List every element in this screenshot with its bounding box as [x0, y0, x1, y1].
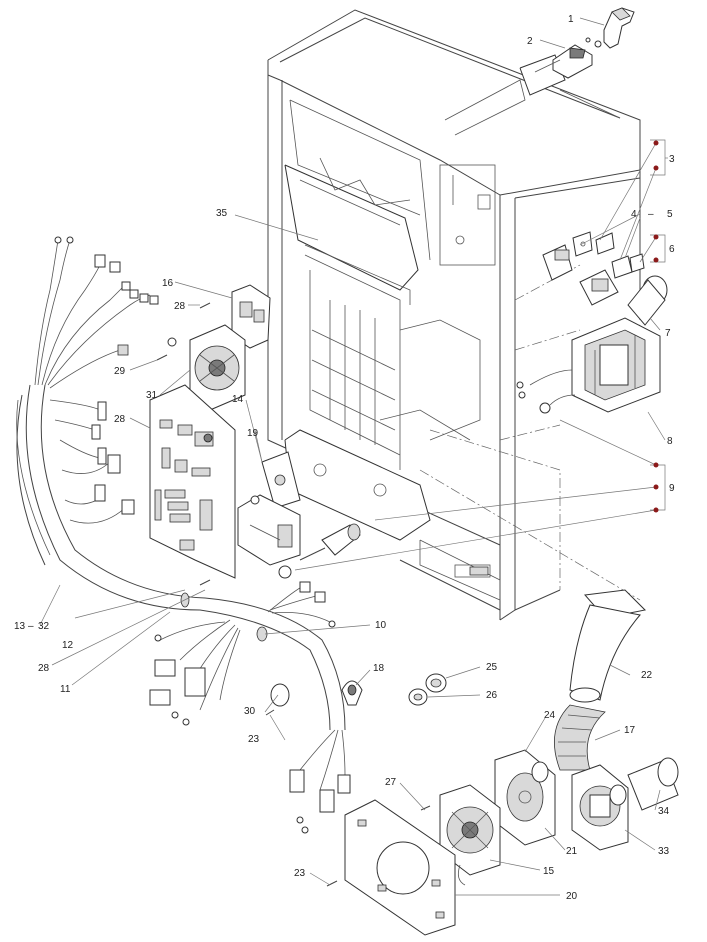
wire-harness [16, 236, 351, 834]
duct-22 [569, 589, 647, 703]
lock-part [534, 37, 602, 79]
callout-2: 2 [527, 36, 533, 47]
callout-6: 6 [669, 244, 675, 255]
reference-markers [653, 140, 659, 513]
callout-9: 9 [669, 483, 675, 494]
callout-28-middle: 28 [114, 414, 126, 425]
transformer-part [516, 317, 661, 414]
screws [156, 302, 431, 887]
callout-23-left: 23 [248, 734, 260, 745]
clip-18 [341, 680, 363, 706]
callout-31: 31 [146, 390, 158, 401]
cabinet-frame [267, 9, 641, 621]
callout-13: 13 [14, 621, 26, 632]
callout-34: 34 [658, 806, 670, 817]
capacitor-part [627, 275, 668, 331]
bracket-19 [261, 451, 301, 509]
callout-18: 18 [373, 663, 385, 674]
leader-lines [39, 17, 668, 896]
callout-15: 15 [543, 866, 555, 877]
callout-17: 17 [624, 725, 636, 736]
callout-20: 20 [566, 891, 578, 902]
handle-part [603, 7, 635, 49]
callout-28-top: 28 [174, 301, 186, 312]
callout-14: 14 [232, 394, 244, 405]
callout-29: 29 [114, 366, 126, 377]
callout-23-bottom: 23 [294, 868, 306, 879]
callout-7: 7 [665, 328, 671, 339]
callout-4: 4 [631, 209, 637, 220]
callout-5: 5 [667, 209, 673, 220]
grommet-25 [425, 673, 447, 693]
motor-cylinder [250, 495, 361, 579]
callout-28-bottom: 28 [38, 663, 50, 674]
fan-housing-33 [571, 764, 629, 851]
main-board-12 [149, 384, 236, 579]
callout-25: 25 [486, 662, 498, 673]
callout-27: 27 [385, 777, 397, 788]
callout-35: 35 [216, 208, 228, 219]
cylinder-34 [627, 757, 679, 811]
fan-housing-21 [494, 749, 556, 846]
grommet-26 [408, 688, 428, 706]
callout-16: 16 [162, 278, 174, 289]
callout-33: 33 [658, 846, 670, 857]
callout-labels: 1 2 3 4 – 5 6 7 8 9 10 11 12 13 – 32 14 … [14, 14, 675, 902]
separator-4-5: – [648, 209, 654, 220]
callout-12: 12 [62, 640, 74, 651]
flex-hose-17 [554, 704, 606, 771]
fan-31 [189, 324, 246, 411]
callout-24: 24 [544, 710, 556, 721]
relay-block-6 [579, 253, 645, 306]
callout-32: 32 [38, 621, 50, 632]
callout-26: 26 [486, 690, 498, 701]
separator-13-32: – [28, 621, 34, 632]
callout-10: 10 [375, 620, 387, 631]
callout-19: 19 [247, 428, 259, 439]
callout-21: 21 [566, 846, 578, 857]
solenoid-block [237, 494, 301, 566]
callout-8: 8 [667, 436, 673, 447]
callout-1: 1 [568, 14, 574, 25]
mount-plate-20 [344, 799, 456, 936]
callout-11: 11 [60, 684, 71, 695]
fan-15 [439, 784, 501, 886]
callout-3: 3 [669, 154, 675, 165]
callout-22: 22 [641, 670, 653, 681]
callout-30: 30 [244, 706, 256, 717]
